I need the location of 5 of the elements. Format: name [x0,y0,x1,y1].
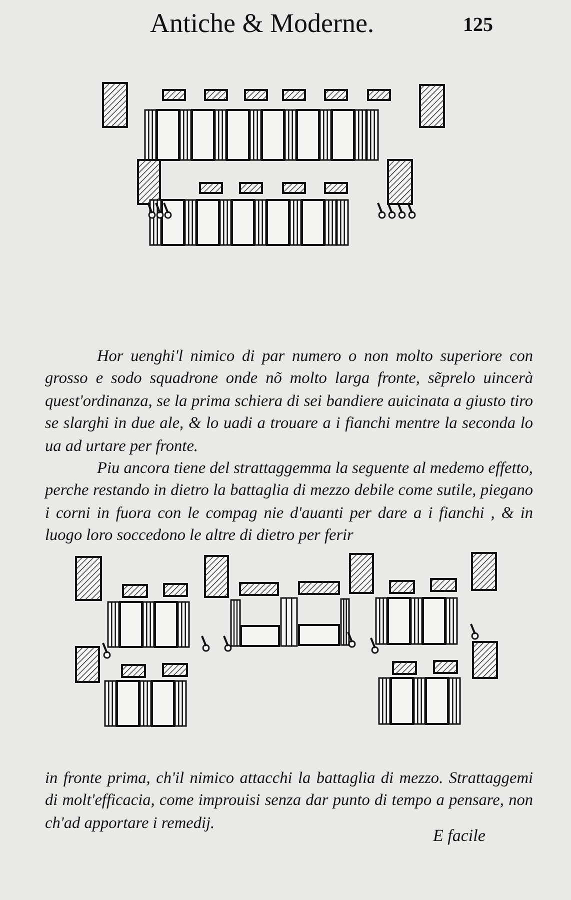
body-paragraph: Piu ancora tiene del strattaggemma la seguente al medemo effetto, perche restando in dietro la battaglia di mezzo debile come sutile, piegano i corni in fuora con le compag nie d'auanti per dare a i fianchi , & in luogo loro soccedono le altre di dietro per ferir [45,457,533,546]
page-title: Antiche & Moderne. [150,8,374,39]
body-paragraph: Hor uenghi'l nimico di par numero o non molto superiore con grosso e sodo squadrone onde nõ molto larga fronte, sẽprelo uincerà quest'ordinanza, se la prima schiera di sei bandiere auicinata a giusto tiro se slarghi in due ale, & lo uadi a trouare a i fianchi mentre la seconda lo ua ad urtare per fronte. [45,345,533,457]
catchword: E facile [433,826,486,846]
page-number: 125 [463,14,493,37]
